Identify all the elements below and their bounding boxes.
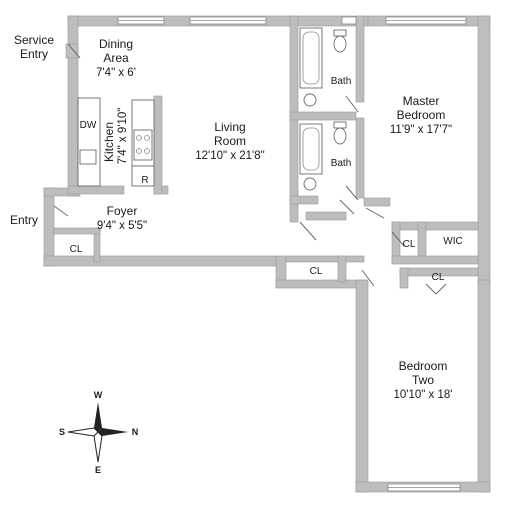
refrigerator xyxy=(131,165,155,187)
bedroom-two-name-2: Two xyxy=(412,373,434,387)
stove xyxy=(133,129,153,161)
bath-fixtures xyxy=(299,27,347,191)
compass-west: W xyxy=(94,390,103,400)
doors xyxy=(53,43,447,295)
wic-label: WIC xyxy=(443,236,462,247)
bath-labels: Bath Bath xyxy=(331,76,352,169)
bath-sink xyxy=(303,177,317,191)
bedroom-two-dims: 10'10" x 18' xyxy=(394,389,453,401)
kitchen-name: Kitchen xyxy=(102,122,116,162)
compass-south: S xyxy=(59,427,65,437)
living-dims: 12'10" x 21'8" xyxy=(195,150,264,162)
master-name-2: Bedroom xyxy=(397,108,446,122)
bedroom-two-name-1: Bedroom xyxy=(399,359,448,373)
kitchen-fixtures xyxy=(77,97,155,187)
refrigerator-label: R xyxy=(141,175,148,186)
compass-north: N xyxy=(132,427,139,437)
foyer-dims: 9'4" x 5'5" xyxy=(97,220,147,232)
room-bedroom-two: Bedroom Two 10'10" x 18' xyxy=(394,359,453,401)
room-living: Living Room 12'10" x 21'8" xyxy=(195,120,264,162)
room-master-bedroom: Master Bedroom 11'9" x 17'7" xyxy=(390,94,452,136)
master-dims: 11'9" x 17'7" xyxy=(390,124,452,136)
dishwasher-label: DW xyxy=(80,120,97,131)
toilet xyxy=(333,127,347,145)
service-entry-label-2: Entry xyxy=(20,47,48,61)
kitchen-dims: 7'4" x 9'10" xyxy=(117,108,129,165)
dining-name-2: Area xyxy=(103,51,129,65)
foyer-name: Foyer xyxy=(107,204,138,218)
compass-east: E xyxy=(95,465,101,475)
entry-label: Entry xyxy=(10,213,38,227)
bath-sink xyxy=(303,93,317,107)
dining-dims: 7'4" x 6' xyxy=(96,67,136,79)
windows xyxy=(117,16,467,492)
closet-bedroom-two-label: CL xyxy=(432,272,445,283)
living-name-1: Living xyxy=(214,120,245,134)
closet-hall-label: CL xyxy=(310,266,323,277)
room-kitchen: Kitchen 7'4" x 9'10" DW R xyxy=(80,108,149,186)
toilet xyxy=(333,35,347,53)
compass-rose: W E S N xyxy=(59,390,138,475)
dining-name-1: Dining xyxy=(99,37,133,51)
room-foyer: Foyer 9'4" x 5'5" xyxy=(97,204,147,232)
room-dining: Dining Area 7'4" x 6' xyxy=(96,37,136,79)
bathtub xyxy=(299,123,323,175)
closet-master-label: CL xyxy=(403,239,416,250)
living-name-2: Room xyxy=(214,134,246,148)
kitchen-sink xyxy=(79,149,97,165)
walls xyxy=(43,15,491,493)
entries: Service Entry Entry xyxy=(10,33,54,227)
closet-labels: CL CL CL WIC CL xyxy=(70,236,463,283)
bath-label-2: Bath xyxy=(331,158,352,169)
master-name-1: Master xyxy=(403,94,440,108)
bathtub xyxy=(299,27,323,89)
bath-label-1: Bath xyxy=(331,76,352,87)
service-entry-label-1: Service xyxy=(14,33,54,47)
closet-foyer-label: CL xyxy=(70,244,83,255)
